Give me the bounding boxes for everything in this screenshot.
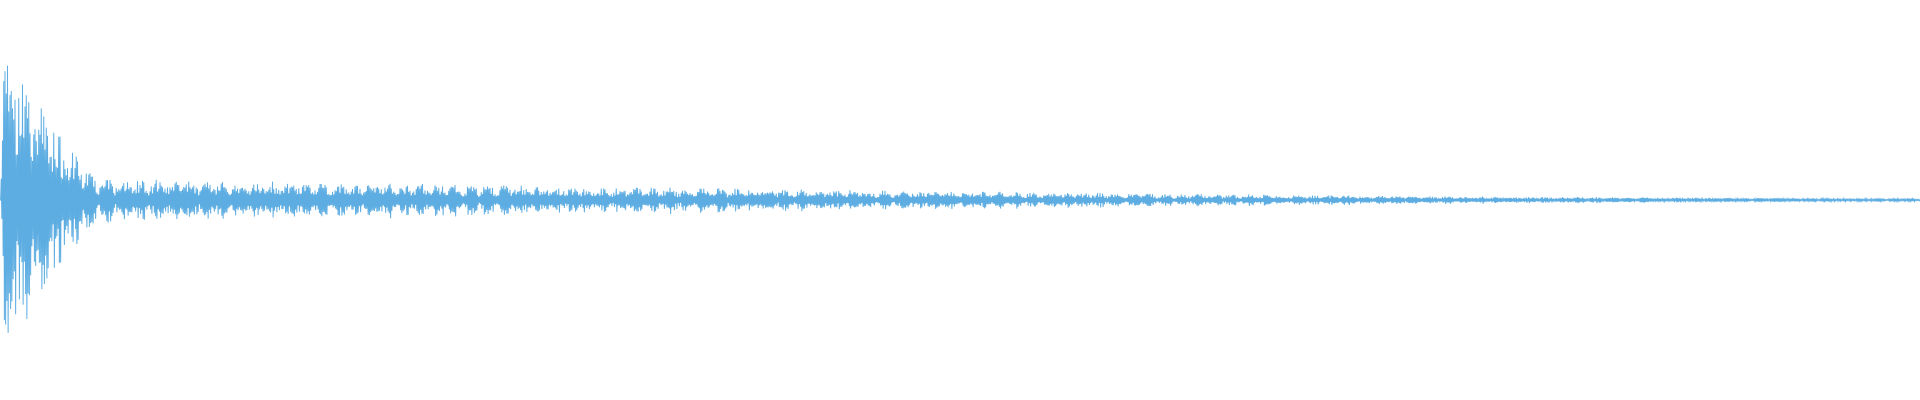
- waveform-trace: [0, 65, 1920, 333]
